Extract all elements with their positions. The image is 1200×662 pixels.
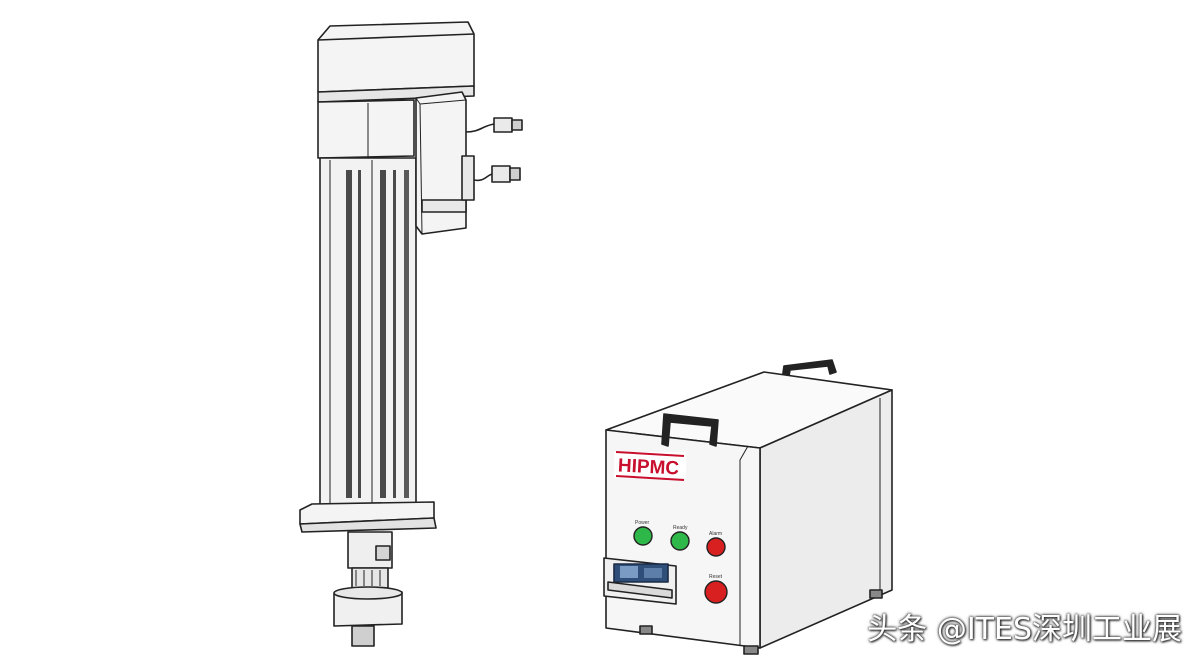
indicator-lamps bbox=[633, 526, 728, 604]
brand-logo bbox=[614, 451, 686, 481]
press-ram bbox=[333, 531, 403, 647]
power-lamp-label: Power bbox=[635, 520, 650, 526]
alarm-lamp bbox=[706, 537, 726, 557]
servo-press-actuator bbox=[299, 21, 523, 647]
motor-housing bbox=[317, 21, 475, 159]
reset-button[interactable] bbox=[704, 580, 728, 604]
controller-box bbox=[603, 359, 893, 655]
ready-lamp-label: Ready bbox=[673, 525, 688, 531]
power-lamp bbox=[633, 526, 653, 546]
side-motor bbox=[415, 91, 475, 235]
actuator-column bbox=[319, 157, 417, 509]
front-handle bbox=[661, 413, 719, 447]
cable-connector-bottom bbox=[473, 165, 521, 183]
reset-button-label: Reset bbox=[709, 574, 723, 580]
brand-logo-text: HIPMC bbox=[617, 455, 680, 479]
mounting-flange bbox=[299, 501, 437, 533]
cable-connector-top bbox=[465, 117, 523, 133]
ready-lamp bbox=[670, 531, 690, 551]
watermark: 头条 @ITES深圳工业展 bbox=[867, 612, 1182, 647]
alarm-lamp-label: Alarm bbox=[709, 531, 722, 537]
card-slot bbox=[603, 557, 677, 605]
